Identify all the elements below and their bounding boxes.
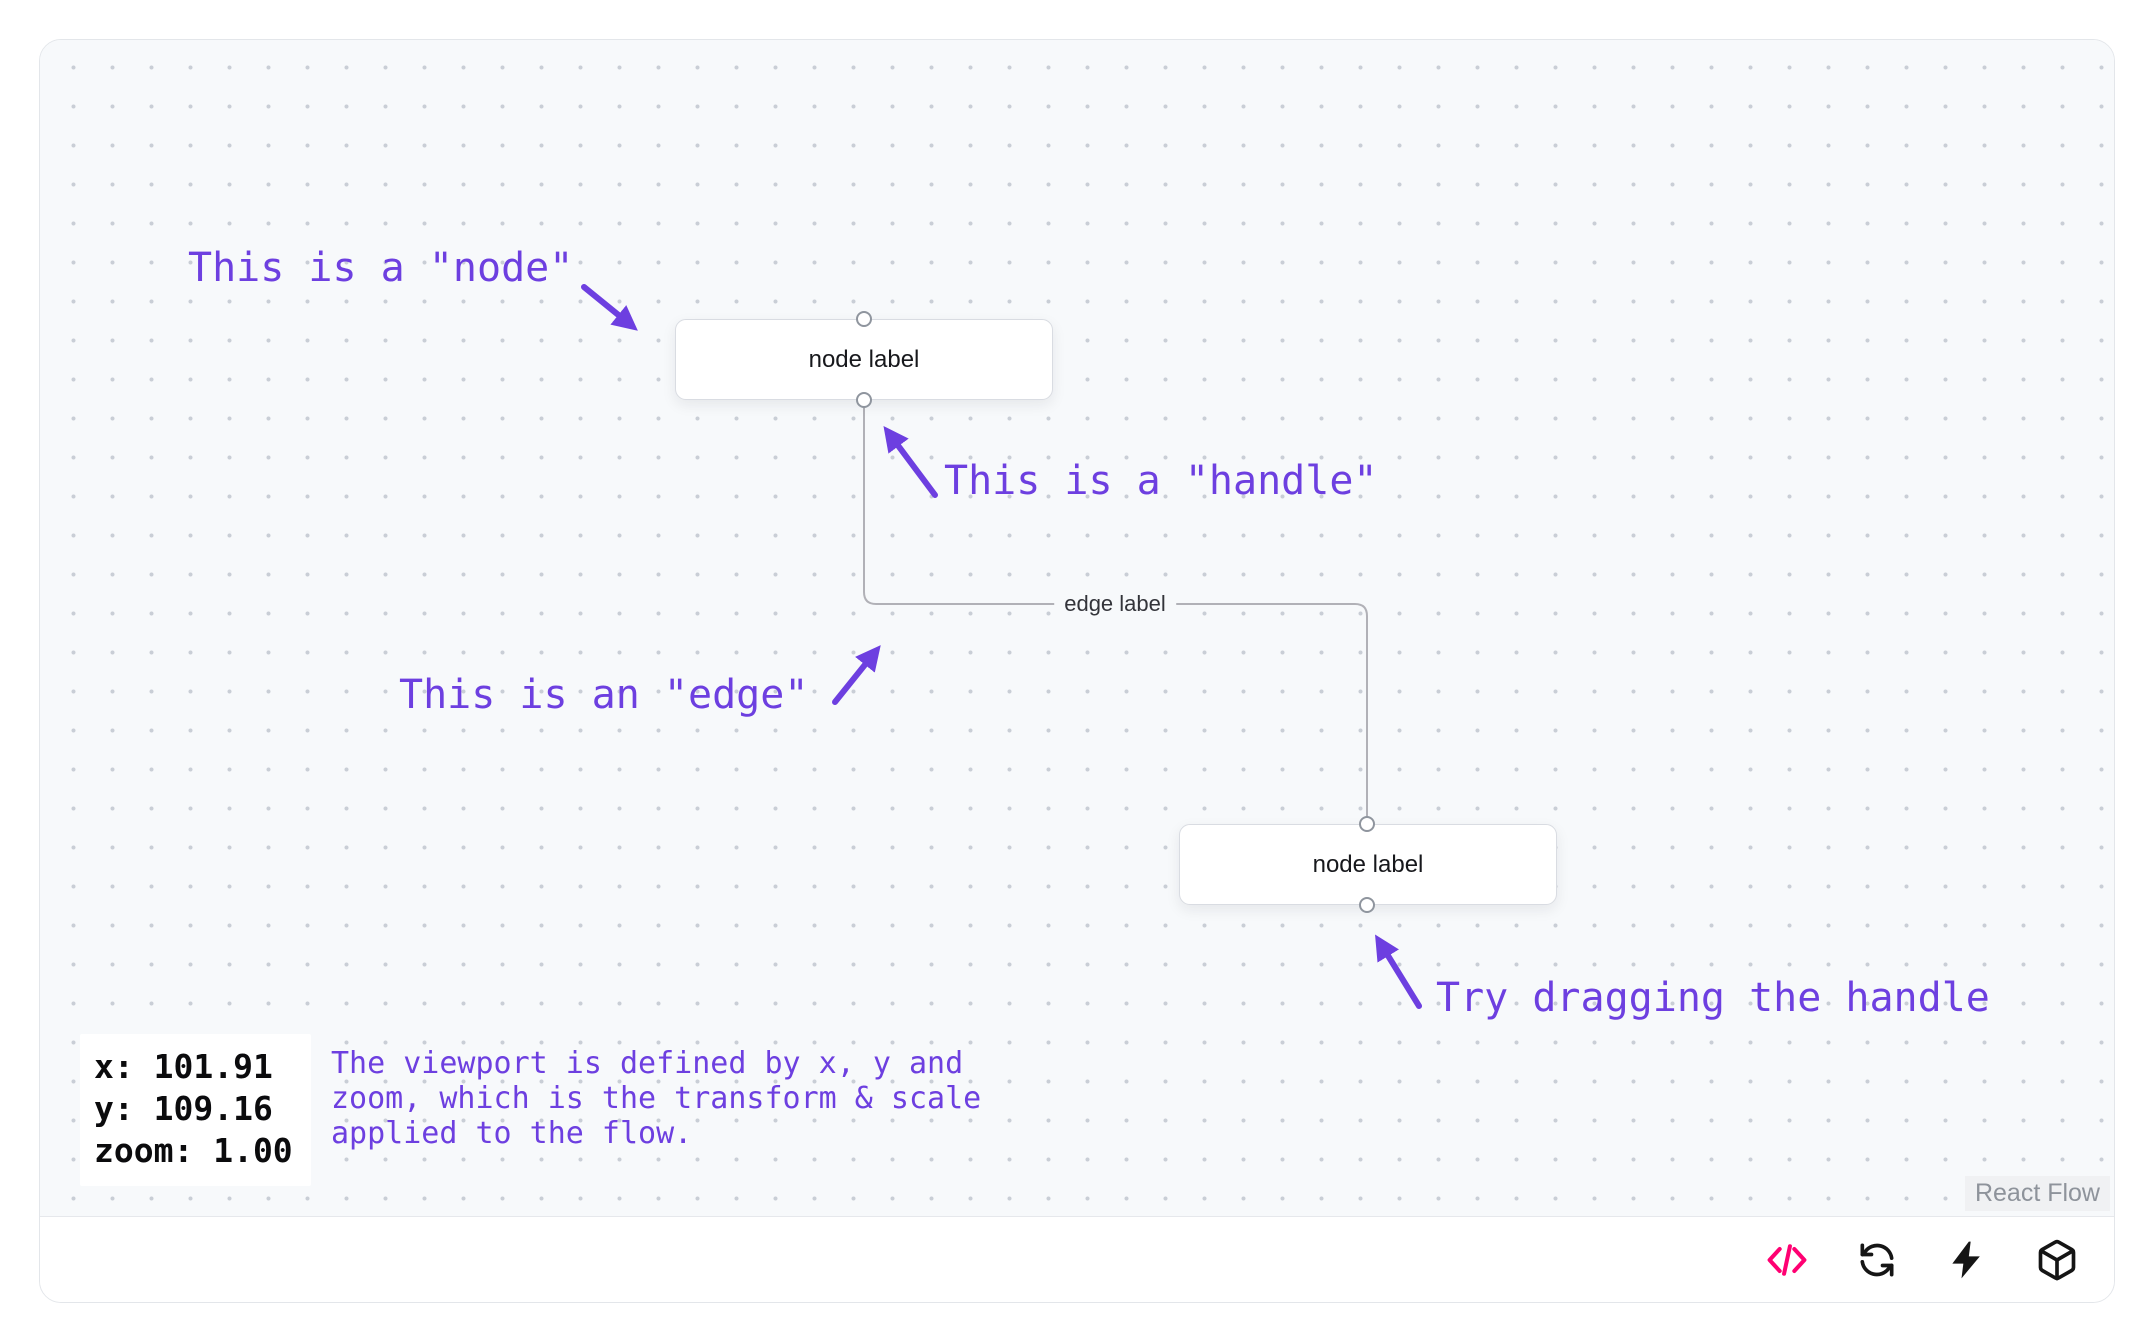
- edge-callout-arrow: [832, 645, 881, 705]
- annotation-arrow-layer: [581, 284, 1422, 1009]
- lightning-icon: [1952, 1241, 1980, 1278]
- node-callout: This is a "node": [188, 245, 574, 291]
- reset-flow-button[interactable]: [1854, 1237, 1900, 1283]
- viewport-x-value: x: 101.91: [94, 1047, 273, 1086]
- stackblitz-button[interactable]: [1944, 1237, 1990, 1283]
- handle-callout-arrow: [883, 425, 938, 498]
- viewport-readout: x: 101.91 y: 109.16 zoom: 1.00: [80, 1034, 311, 1186]
- node-2-label: node label: [1312, 850, 1424, 878]
- node-2-target-handle[interactable]: [1359, 816, 1375, 832]
- node-1[interactable]: node label: [675, 319, 1053, 400]
- code-icon: [1767, 1243, 1807, 1276]
- viewport-y-value: y: 109.16: [94, 1089, 273, 1128]
- flow-canvas[interactable]: node label node label edge label This is…: [40, 40, 2114, 1216]
- show-code-button[interactable]: [1764, 1237, 1810, 1283]
- handle-callout: This is a "handle": [944, 458, 1378, 504]
- edge-label[interactable]: edge label: [1054, 588, 1176, 620]
- react-flow-example-frame: node label node label edge label This is…: [39, 39, 2115, 1303]
- node-2[interactable]: node label: [1179, 824, 1557, 905]
- node-2-source-handle[interactable]: [1359, 897, 1375, 913]
- refresh-icon: [1860, 1243, 1894, 1276]
- codesandbox-button[interactable]: [2034, 1237, 2080, 1283]
- drag-callout-arrow: [1375, 934, 1422, 1009]
- react-flow-attribution[interactable]: React Flow: [1964, 1176, 2110, 1211]
- viewport-note: The viewport is defined by x, y and zoom…: [331, 1046, 982, 1151]
- node-callout-arrow: [581, 284, 638, 331]
- example-toolbar: [40, 1216, 2114, 1302]
- node-1-source-handle[interactable]: [856, 392, 872, 408]
- node-1-target-handle[interactable]: [856, 311, 872, 327]
- codesandbox-icon: [2038, 1239, 2076, 1280]
- node-1-label: node label: [808, 345, 920, 373]
- viewport-zoom-value: zoom: 1.00: [94, 1131, 293, 1170]
- edge-callout: This is an "edge": [399, 672, 809, 718]
- drag-callout: Try dragging the handle: [1436, 975, 1990, 1021]
